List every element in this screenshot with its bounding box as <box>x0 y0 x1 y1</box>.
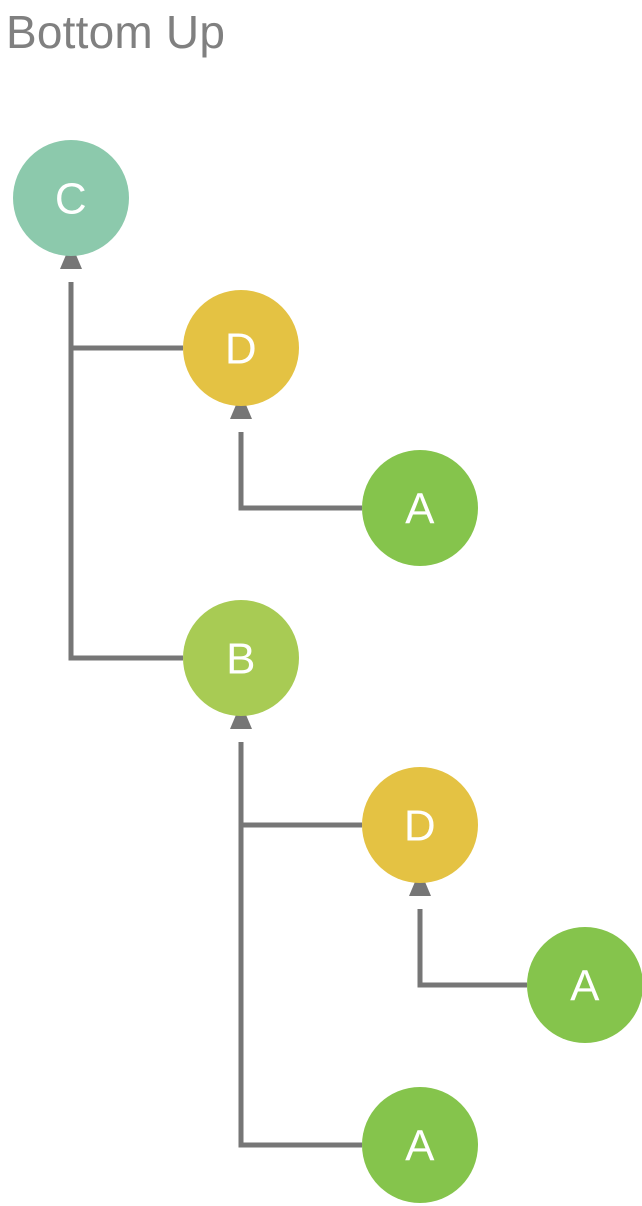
graph-node-a[interactable]: A <box>527 927 642 1043</box>
graph-node-b[interactable]: B <box>183 600 299 716</box>
edge-a-to-d-upper <box>230 393 362 511</box>
node-label: C <box>55 175 87 224</box>
edge-a-to-d-lower <box>409 870 527 988</box>
node-label: A <box>570 962 600 1011</box>
node-circle[interactable] <box>183 600 299 716</box>
graph-node-a[interactable]: A <box>362 1087 478 1203</box>
edge-line <box>68 282 183 351</box>
edge-d-to-c <box>60 243 183 351</box>
graph-node-d[interactable]: D <box>362 767 478 883</box>
edge-b-to-c <box>68 348 183 661</box>
graph-node-a[interactable]: A <box>362 450 478 566</box>
nodes-layer: C D A B D A A <box>13 140 642 1203</box>
node-label: A <box>405 1122 435 1171</box>
edge-a-to-b <box>238 825 362 1148</box>
node-label: D <box>404 802 436 851</box>
node-circle[interactable] <box>362 767 478 883</box>
node-circle[interactable] <box>362 1087 478 1203</box>
graph-node-d[interactable]: D <box>183 290 299 406</box>
node-label: D <box>225 325 257 374</box>
edge-line <box>68 348 183 661</box>
node-label: A <box>405 485 435 534</box>
edges-layer <box>60 243 527 1148</box>
edge-line <box>238 432 362 511</box>
edge-line <box>238 742 362 828</box>
node-label: B <box>226 635 256 684</box>
edge-line <box>417 909 527 988</box>
edge-d-to-b <box>230 703 362 828</box>
node-circle[interactable] <box>13 140 129 256</box>
edge-line <box>238 825 362 1148</box>
node-circle[interactable] <box>183 290 299 406</box>
node-circle[interactable] <box>362 450 478 566</box>
graph-node-c[interactable]: C <box>13 140 129 256</box>
node-circle[interactable] <box>527 927 642 1043</box>
page-title: Bottom Up <box>6 6 226 58</box>
